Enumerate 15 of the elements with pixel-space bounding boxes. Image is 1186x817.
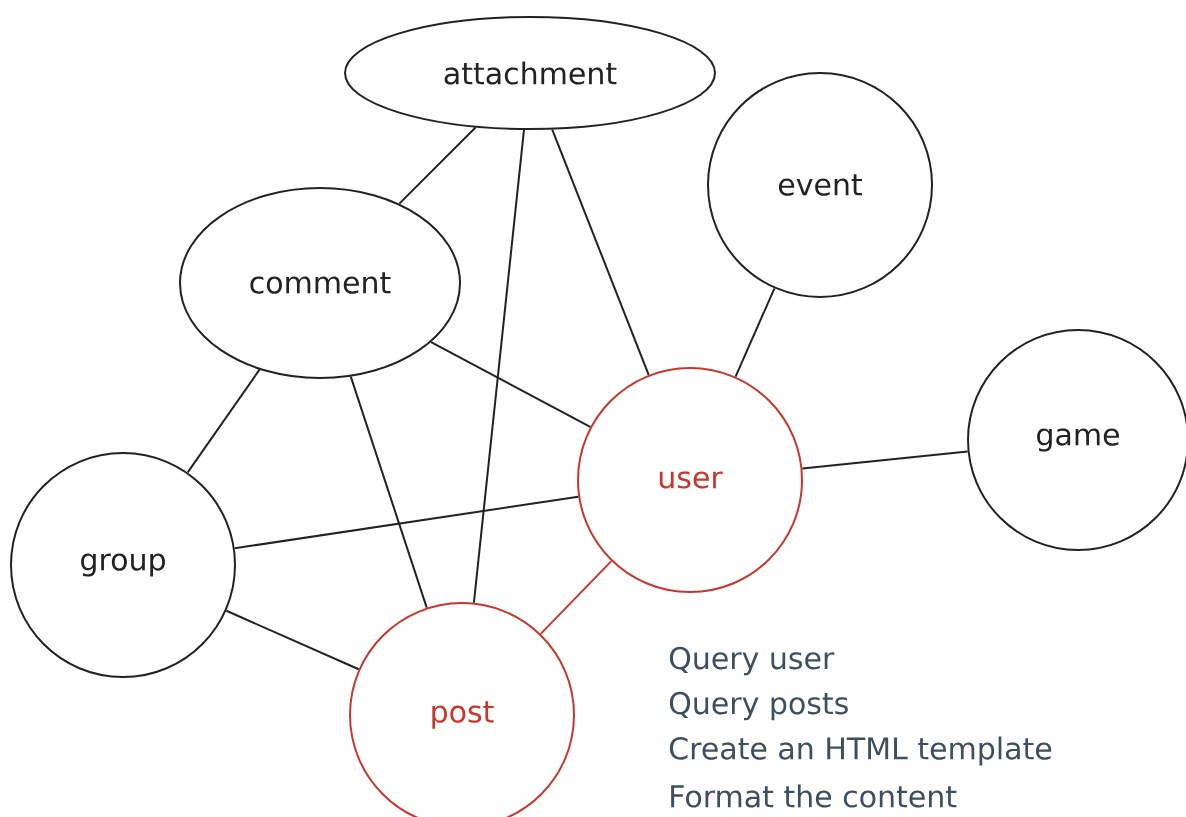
connector-line <box>398 126 477 205</box>
connector-line <box>472 128 525 604</box>
connector-line <box>551 128 650 376</box>
step-text: Query user <box>669 646 835 676</box>
step-text: Create an HTML template <box>669 736 1052 766</box>
step-text: Query posts <box>669 691 848 721</box>
connector-line <box>801 450 969 470</box>
connector-line <box>349 375 428 609</box>
connector-line <box>186 368 261 474</box>
connector-line <box>430 341 592 428</box>
connector-line <box>734 287 776 378</box>
connector-line <box>233 495 580 550</box>
step-text: Format the content <box>671 784 957 808</box>
connector-line <box>539 560 613 635</box>
connector-line <box>225 609 360 671</box>
